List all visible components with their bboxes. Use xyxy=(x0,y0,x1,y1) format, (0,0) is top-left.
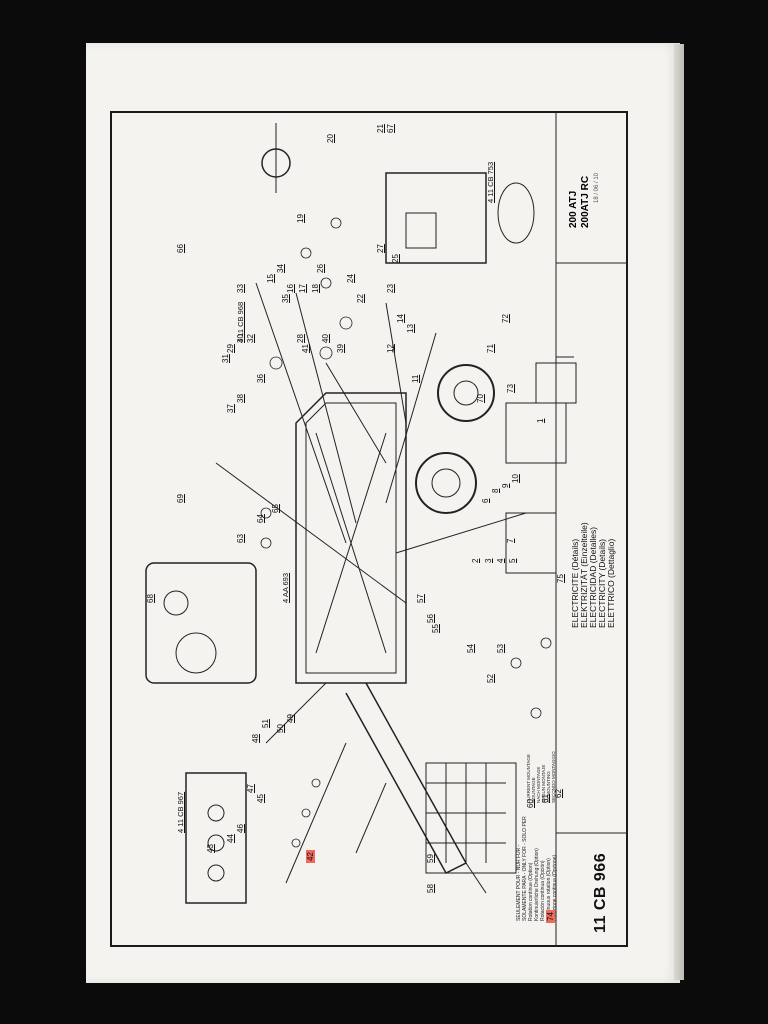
part-label-63[interactable]: 63 xyxy=(236,534,245,543)
part-label-73[interactable]: 73 xyxy=(506,384,515,393)
model-line-2: 200ATJ RC xyxy=(580,175,591,228)
part-label-31[interactable]: 31 xyxy=(221,354,230,363)
revision-date: 18 / 06 / 10 xyxy=(594,172,600,203)
part-label-54[interactable]: 54 xyxy=(466,644,475,653)
part-label-1[interactable]: 1 xyxy=(536,418,545,423)
part-label-71[interactable]: 71 xyxy=(486,344,495,353)
part-label-47[interactable]: 47 xyxy=(246,784,255,793)
part-label-68[interactable]: 68 xyxy=(146,594,155,603)
part-label-8[interactable]: 8 xyxy=(491,488,500,493)
subref-cb967[interactable]: 4 11 CB 967 xyxy=(176,791,185,833)
part-label-30[interactable]: 30 xyxy=(236,334,245,343)
part-label-51[interactable]: 51 xyxy=(261,719,270,728)
part-label-28[interactable]: 28 xyxy=(296,334,305,343)
part-label-34[interactable]: 34 xyxy=(276,264,285,273)
manual-page: 11 CB 966 200 ATJ 200ATJ RC 18 / 06 / 10… xyxy=(86,43,680,983)
part-label-55[interactable]: 55 xyxy=(431,624,440,633)
part-label-21[interactable]: 21 xyxy=(376,124,385,133)
part-label-52[interactable]: 52 xyxy=(486,674,495,683)
subref-aa693[interactable]: 4 AA 693 xyxy=(281,572,290,603)
model-designation: 200 ATJ 200ATJ RC xyxy=(568,176,592,228)
part-label-25[interactable]: 25 xyxy=(391,254,400,263)
part-label-70[interactable]: 70 xyxy=(476,394,485,403)
part-label-4[interactable]: 4 xyxy=(496,558,505,563)
part-label-72[interactable]: 72 xyxy=(501,314,510,323)
rotated-drawing: 11 CB 966 200 ATJ 200ATJ RC 18 / 06 / 10… xyxy=(86,43,680,983)
part-label-14[interactable]: 14 xyxy=(396,314,405,323)
legend-line: Rotazione continua (Opzione) xyxy=(552,854,558,921)
section-titles: ELECTRICITE (Détails) ELEKTRIZITÄT (Einz… xyxy=(570,522,616,628)
page-edge xyxy=(674,44,684,980)
subref-cb753[interactable]: 4 11 CB 753 xyxy=(486,161,495,203)
part-label-5[interactable]: 5 xyxy=(508,558,517,563)
part-label-11[interactable]: 11 xyxy=(411,374,420,383)
part-label-66[interactable]: 66 xyxy=(176,244,185,253)
part-label-69[interactable]: 69 xyxy=(176,494,185,503)
part-label-61[interactable]: 61 xyxy=(541,794,550,803)
part-label-44[interactable]: 44 xyxy=(226,834,235,843)
part-label-2[interactable]: 2 xyxy=(471,558,480,563)
part-label-3[interactable]: 3 xyxy=(484,558,493,563)
part-label-9[interactable]: 9 xyxy=(501,483,510,488)
part-label-18[interactable]: 18 xyxy=(311,284,320,293)
part-label-35[interactable]: 35 xyxy=(281,294,290,303)
drawing-code: 11 CB 966 xyxy=(592,852,609,933)
exploded-diagram-art xyxy=(145,111,628,947)
part-label-42[interactable]: 42 xyxy=(306,850,315,863)
part-label-45[interactable]: 45 xyxy=(256,794,265,803)
part-label-16[interactable]: 16 xyxy=(286,284,295,293)
part-label-39[interactable]: 39 xyxy=(336,344,345,353)
part-label-10[interactable]: 10 xyxy=(511,474,520,483)
part-label-60[interactable]: 60 xyxy=(526,799,535,808)
part-label-40[interactable]: 40 xyxy=(321,334,330,343)
part-label-43[interactable]: 43 xyxy=(206,844,215,853)
part-label-75[interactable]: 75 xyxy=(556,574,565,583)
part-label-59[interactable]: 59 xyxy=(426,854,435,863)
part-label-13[interactable]: 13 xyxy=(406,324,415,333)
part-label-50[interactable]: 50 xyxy=(276,724,285,733)
part-label-33[interactable]: 33 xyxy=(236,284,245,293)
part-label-53[interactable]: 53 xyxy=(496,644,505,653)
part-label-17[interactable]: 17 xyxy=(298,284,307,293)
part-label-26[interactable]: 26 xyxy=(316,264,325,273)
part-label-19[interactable]: 19 xyxy=(296,214,305,223)
part-label-32[interactable]: 32 xyxy=(246,334,255,343)
part-label-24[interactable]: 24 xyxy=(346,274,355,283)
part-label-22[interactable]: 22 xyxy=(356,294,365,303)
part-label-37[interactable]: 37 xyxy=(226,404,235,413)
part-label-12[interactable]: 12 xyxy=(386,344,395,353)
legend-box: SEULEMENT POUR - NUR FÜR - SOLAMENTE PAR… xyxy=(516,801,558,921)
part-label-58[interactable]: 58 xyxy=(426,884,435,893)
part-label-49[interactable]: 49 xyxy=(286,714,295,723)
part-label-56[interactable]: 56 xyxy=(426,614,435,623)
part-label-74[interactable]: 74 xyxy=(546,910,555,923)
part-label-48[interactable]: 48 xyxy=(251,734,260,743)
part-label-67[interactable]: 67 xyxy=(386,124,395,133)
model-line-1: 200 ATJ xyxy=(568,190,579,228)
part-label-57[interactable]: 57 xyxy=(416,594,425,603)
part-label-20[interactable]: 20 xyxy=(326,134,335,143)
part-label-64[interactable]: 64 xyxy=(256,514,265,523)
part-label-15[interactable]: 15 xyxy=(266,274,275,283)
part-label-27[interactable]: 27 xyxy=(376,244,385,253)
part-label-62[interactable]: 62 xyxy=(554,789,563,798)
part-label-38[interactable]: 38 xyxy=(236,394,245,403)
part-label-29[interactable]: 29 xyxy=(226,344,235,353)
part-label-7[interactable]: 7 xyxy=(506,538,515,543)
part-label-6[interactable]: 6 xyxy=(481,498,490,503)
current-mounting-box: CURRENT MOUNTAGE MOUNTAGE NACH MONTAGE S… xyxy=(526,733,556,803)
part-label-46[interactable]: 46 xyxy=(236,824,245,833)
part-label-23[interactable]: 23 xyxy=(386,284,395,293)
title-it: ELETTRICO (Dettaglio) xyxy=(606,538,616,628)
part-label-41[interactable]: 41 xyxy=(301,344,310,353)
part-label-65[interactable]: 65 xyxy=(271,504,280,513)
part-label-36[interactable]: 36 xyxy=(256,374,265,383)
